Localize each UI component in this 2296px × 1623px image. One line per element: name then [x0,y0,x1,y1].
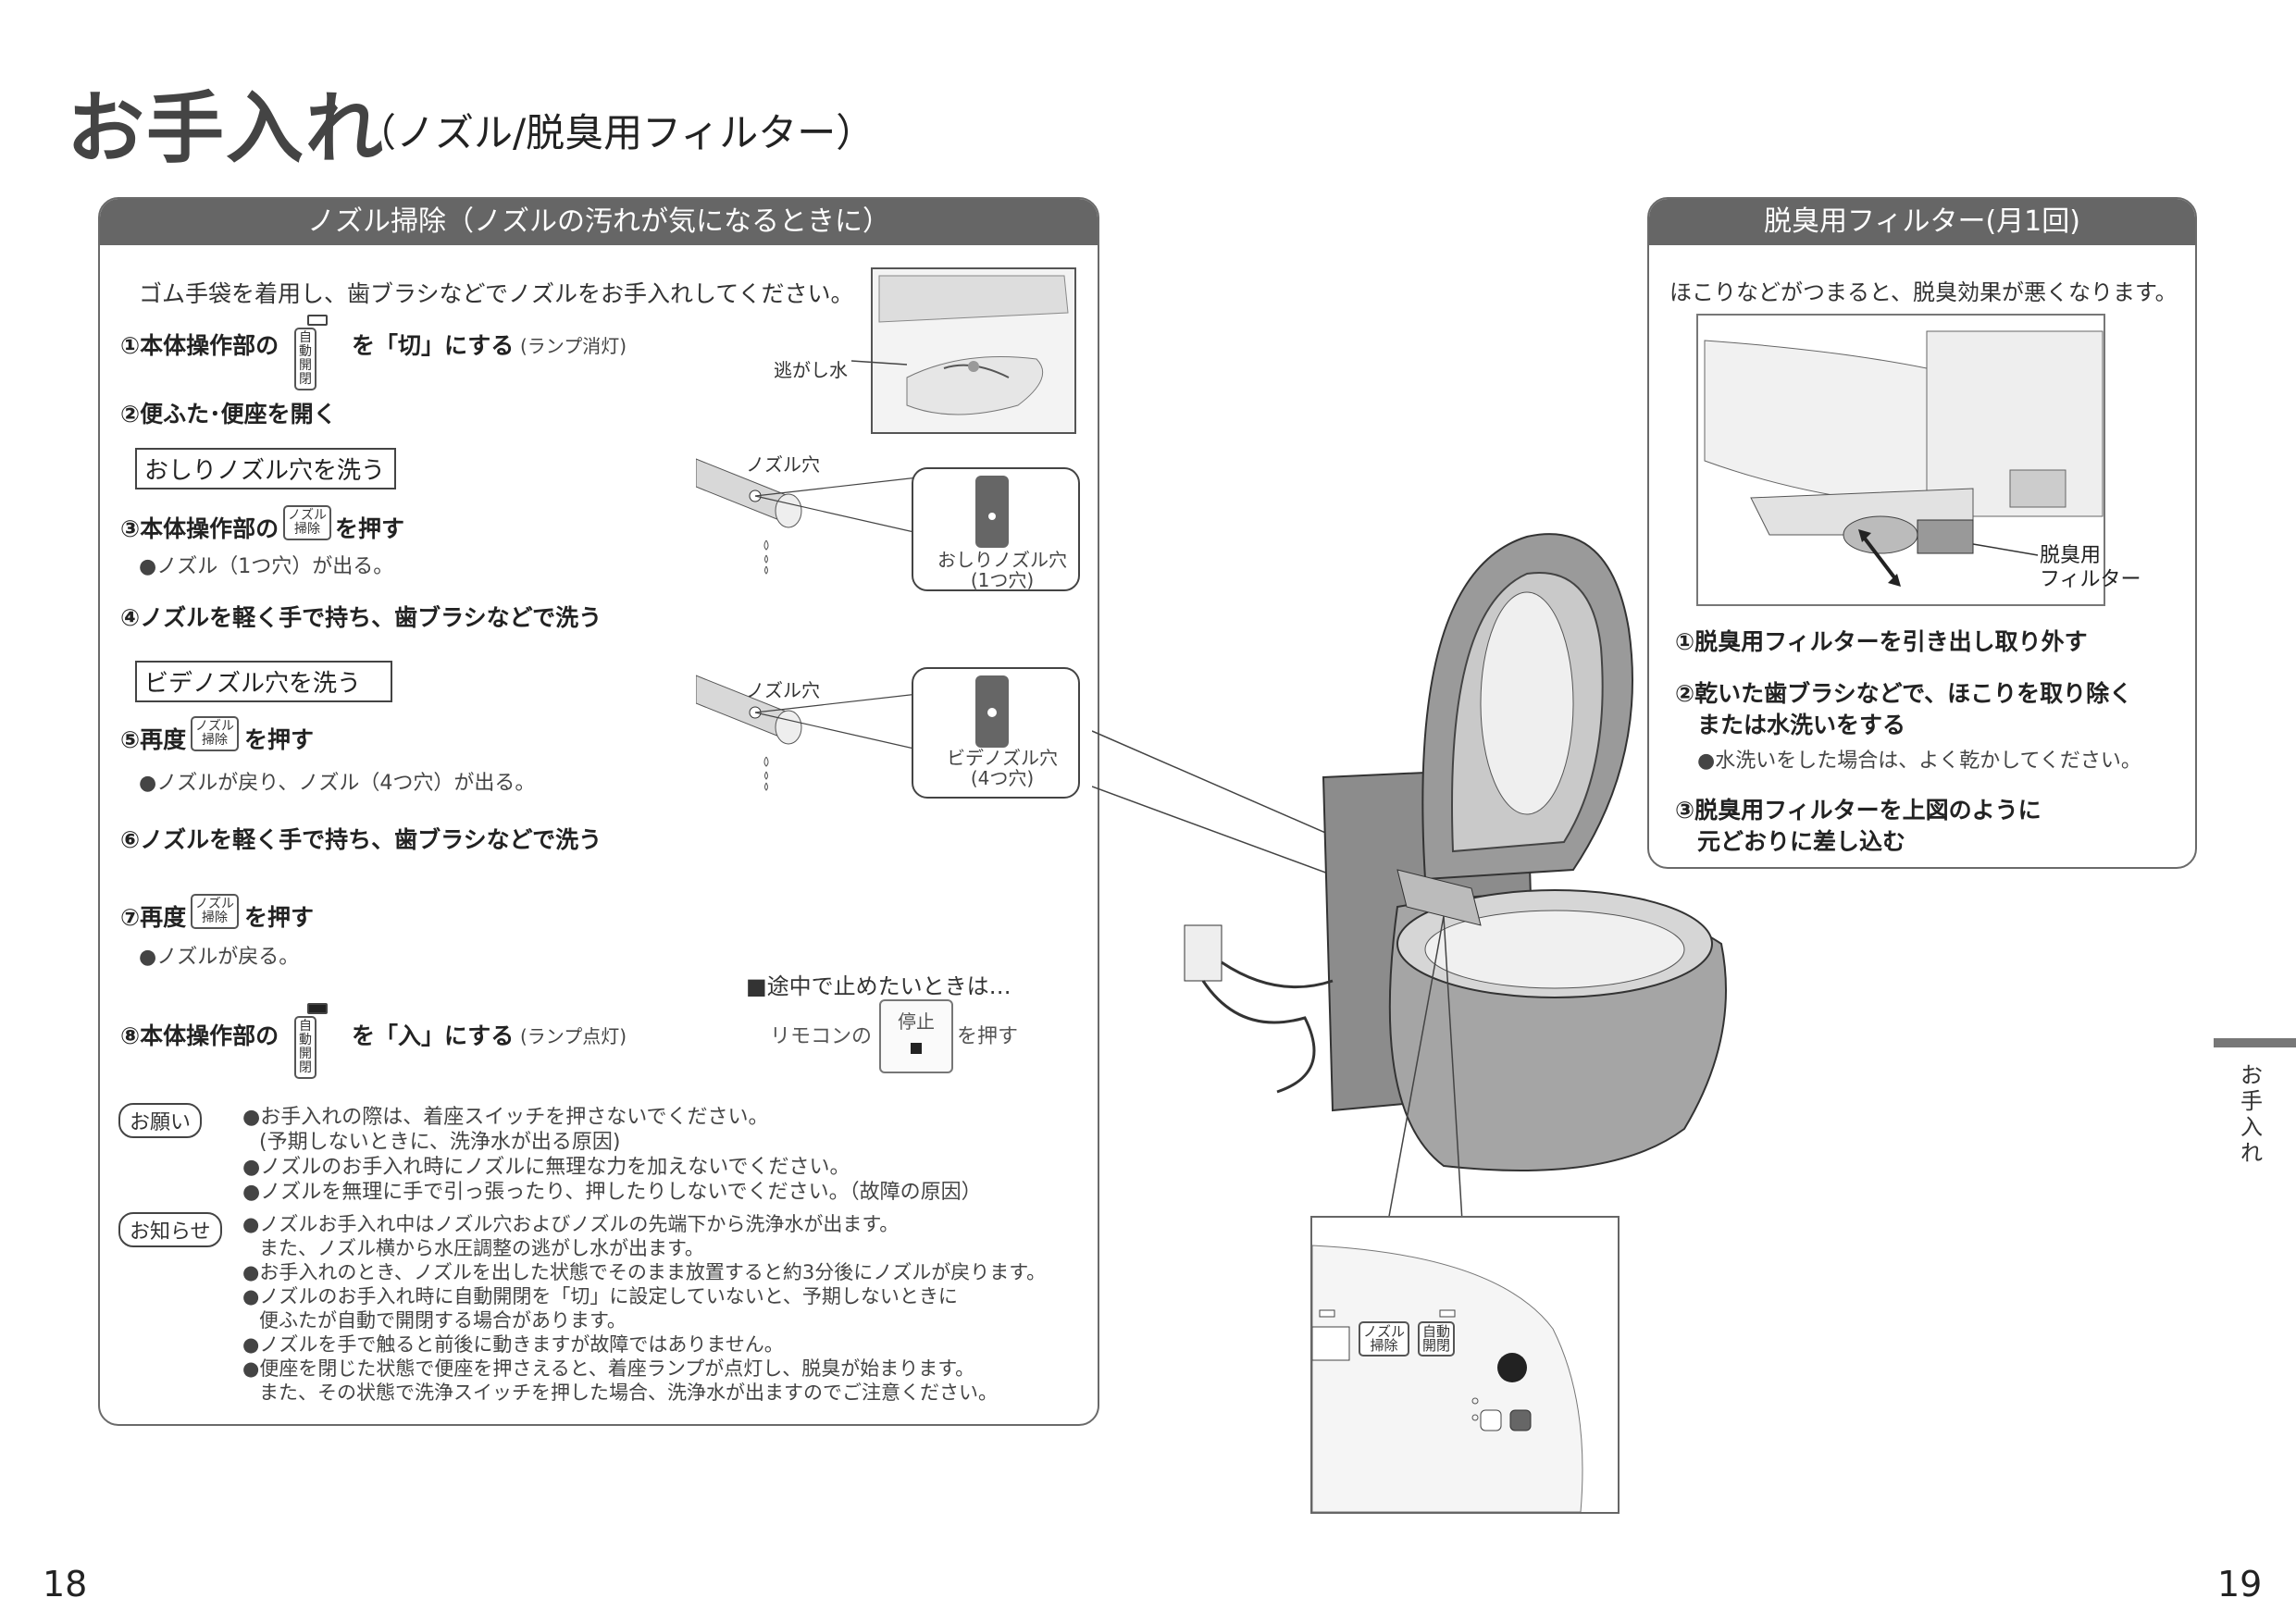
filter-intro: ほこりなどがつまると、脱臭効果が悪くなります。 [1669,279,2178,305]
oshirase-tag: お知らせ [118,1212,222,1247]
step5-note: ●ノズルが戻り、ノズル（4つ穴）が出る。 [139,772,536,795]
step7-suffix: を押す [244,904,315,931]
oshiri-section-label: おしりノズル穴を洗う [135,448,396,489]
step1-prefix: ①本体操作部の [120,332,279,359]
control-panel-zoom: ノズル掃除 自動開閉 [1310,1216,1620,1514]
step3-prefix: ③本体操作部の [120,515,279,542]
leader-line [851,360,907,365]
page-title: お手入れ [67,83,386,174]
page-subtitle: （ノズル/脱臭用フィルター） [357,110,875,155]
lamp-off-icon [307,315,328,326]
nozzle-hole-label-1: ノズル穴 [746,453,820,476]
filter-step2-line2: または水洗いをする [1697,712,1906,738]
step3-suffix: を押す [335,515,405,542]
onegai-tag: お願い [118,1103,203,1138]
side-tab-label: お手入れ [2240,1062,2263,1166]
lamp-on-icon [307,1003,328,1014]
nozzle-clean-button-icon: ノズル掃除 [283,505,331,540]
filter-label: 脱臭用フィルター [2040,544,2141,591]
stop-title: ■途中で止めたいときは… [746,973,1011,999]
step8-prefix: ⑧本体操作部の [120,1022,279,1049]
oshiri-nozzle-illustration [696,458,1080,591]
step5-prefix: ⑤再度 [120,726,187,753]
step7-prefix: ⑦再度 [120,904,187,931]
deodorizer-filter-header: 脱臭用フィルター(月1回) [1649,199,2195,245]
escape-water-illustration [871,267,1076,434]
nozzle-clean-button: ノズル掃除 [1359,1321,1410,1357]
filter-step3-line2: 元どおりに差し込む [1697,828,1906,855]
oshiri-hole-caption: おしりノズル穴(1つ穴) [937,549,1067,591]
auto-open-button: 自動開閉 [1418,1321,1456,1357]
onegai-notes: ●お手入れの際は、着座スイッチを押さないでください。 (予期しないときに、洗浄水… [242,1106,982,1204]
toilet-illustration [1092,533,1727,1222]
stop-suffix: を押す [957,1025,1019,1048]
step5-suffix: を押す [244,726,315,753]
step3-note: ●ノズル（1つ穴）が出る。 [139,555,394,578]
filter-step1: ①脱臭用フィルターを引き出し取り外す [1675,628,2088,655]
step4-text: ④ノズルを軽く手で持ち、歯ブラシなどで洗う [120,604,602,631]
nozzle-hole-label-2: ノズル穴 [746,679,820,701]
step2-text: ②便ふた･便座を開く [120,401,337,427]
stop-prefix: リモコンの [770,1025,873,1048]
nozzle-intro: ゴム手袋を着用し、歯ブラシなどでノズルをお手入れしてください。 [139,280,854,307]
page-number-left: 18 [43,1564,88,1604]
bide-hole-caption: ビデノズル穴(4つ穴) [947,747,1058,789]
step1-suffix: を「切」にする [352,332,515,359]
remote-stop-button-icon: 停止 [879,999,953,1073]
filter-step2-line1: ②乾いた歯ブラシなどで、ほこりを取り除く [1675,680,2133,707]
page-number-right: 19 [2217,1564,2263,1604]
bide-section-label: ビデノズル穴を洗う [135,661,392,702]
oshirase-notes: ●ノズルお手入れ中はノズル穴およびノズルの先端下から洗浄水が出ます。 また、ノズ… [242,1213,1047,1404]
nozzle-clean-button-icon: ノズル掃除 [191,716,239,751]
step7-note: ●ノズルが戻る。 [139,946,300,969]
filter-step3-line1: ③脱臭用フィルターを上図のように [1675,797,2042,824]
nozzle-clean-button-icon: ノズル掃除 [191,894,239,929]
step1-note: (ランプ消灯) [520,335,627,357]
step8-note: (ランプ点灯) [520,1025,627,1047]
step8-suffix: を「入」にする [352,1022,515,1049]
side-tab-bar [2214,1038,2296,1047]
filter-illustration [1696,314,2105,606]
bide-nozzle-illustration [696,667,1080,799]
step6-text: ⑥ノズルを軽く手で持ち、歯ブラシなどで洗う [120,826,602,853]
filter-step2-note: ●水洗いをした場合は、よく乾かしてください。 [1697,750,2141,773]
escape-water-label: 逃がし水 [774,359,848,381]
nozzle-cleaning-header: ノズル掃除（ノズルの汚れが気になるときに） [100,199,1098,245]
